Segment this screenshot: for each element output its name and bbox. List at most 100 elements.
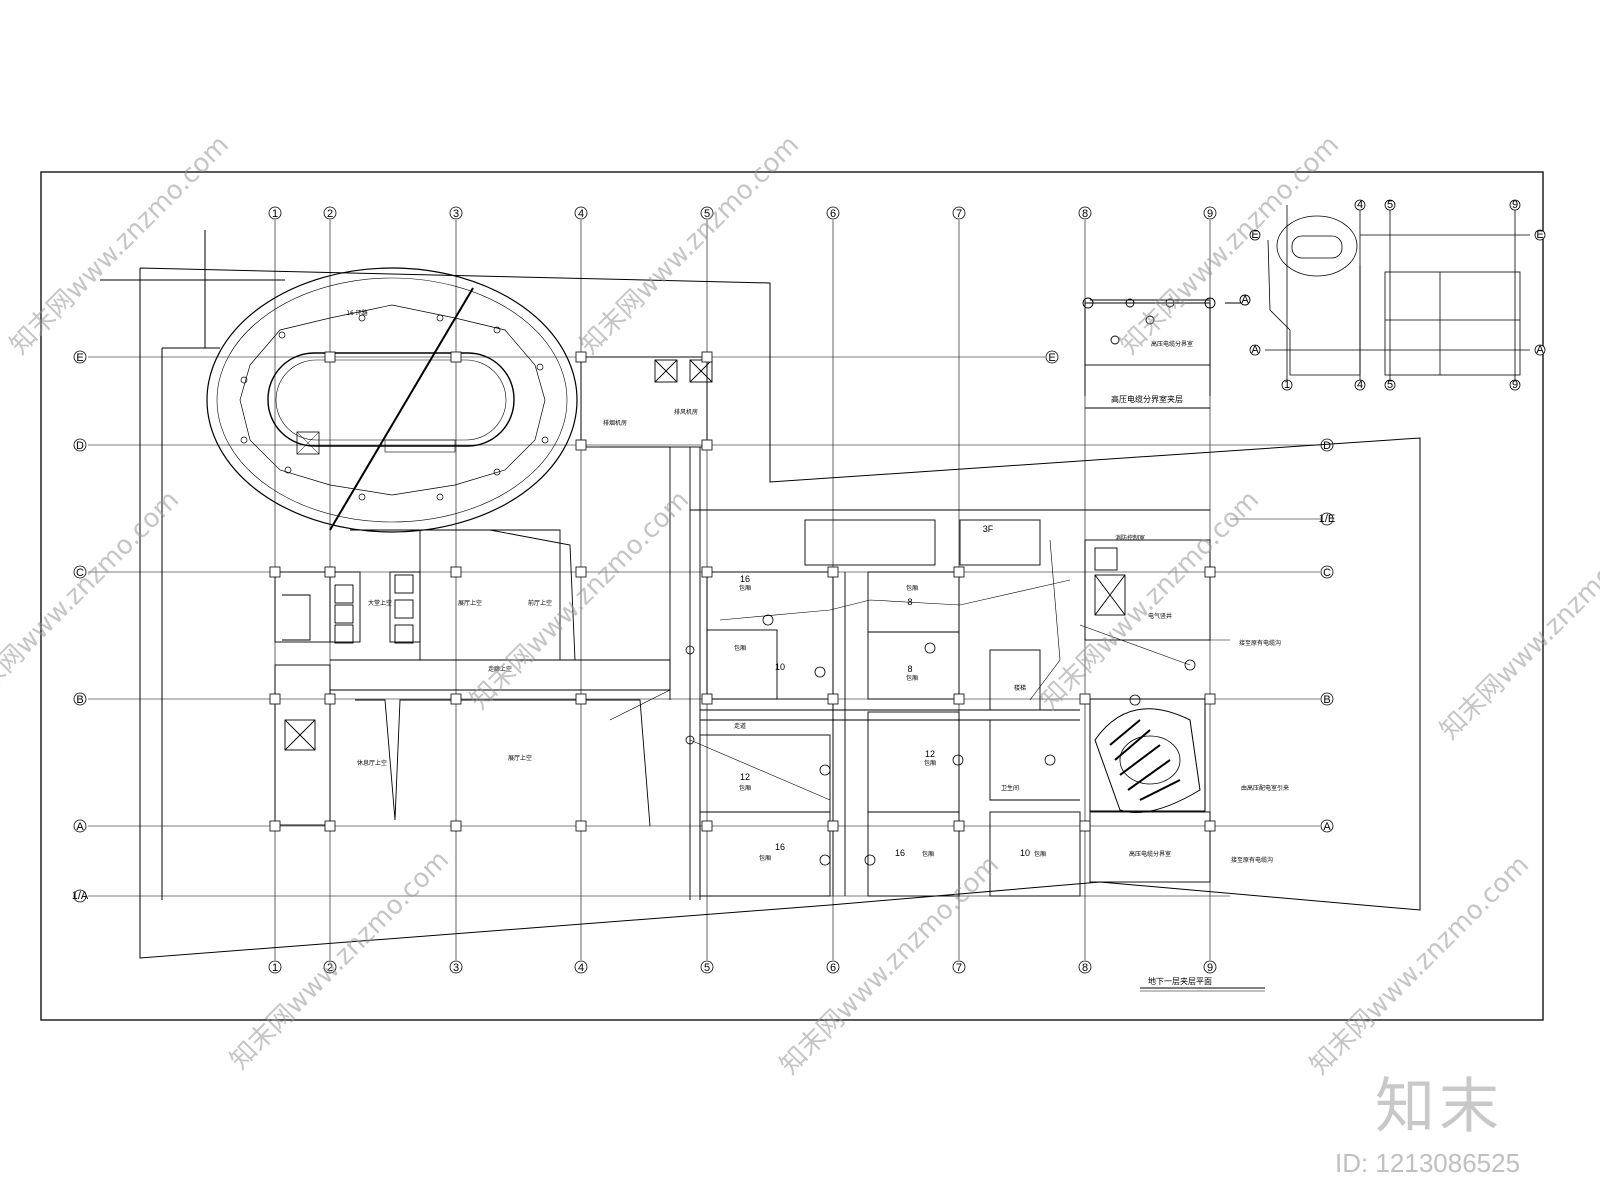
room-number-12b: 12	[925, 749, 935, 759]
axis-col-2: 2	[327, 208, 333, 220]
axis-col-8-bottom: 8	[1082, 962, 1088, 974]
keyplan-col-4-top: 4	[1357, 199, 1363, 211]
oval-atrium	[206, 267, 578, 533]
axis-row-1A: 1/A	[72, 890, 89, 902]
room-number-16c: 16	[895, 848, 905, 858]
axis-row-E-right: E	[1048, 352, 1055, 364]
label-ktv-10: 包厢	[734, 644, 746, 652]
room-number-10b: 10	[1020, 848, 1030, 858]
axis-row-D-right: D	[1323, 440, 1331, 452]
main-title: 地下一层夹层平面	[1148, 976, 1212, 986]
axis-col-6-bottom: 6	[830, 962, 836, 974]
axis-col-5: 5	[704, 208, 710, 220]
detail-hv-room	[1082, 294, 1251, 409]
room-number-8a: 8	[907, 597, 912, 607]
axis-col-8: 8	[1082, 208, 1088, 220]
label-note-2: 由高压配电室引来	[1241, 784, 1289, 792]
keyplan-row-E-right: E	[1536, 229, 1543, 241]
axis-col-2-bottom: 2	[327, 962, 333, 974]
axis-col-4-bottom: 4	[578, 962, 584, 974]
brand-logo-text: 知末	[1375, 1072, 1503, 1142]
room-number-12a: 12	[740, 772, 750, 782]
keyplan-row-E: E	[1251, 229, 1258, 241]
room-numbers: 16 10 8 8 12 12 16 16 10 3F	[740, 524, 1030, 858]
axis-row-C-right: C	[1323, 567, 1331, 579]
label-hall-upper-2: 前厅上空	[528, 599, 552, 607]
keyplan-labels: 4 5 9 1 4 5 9 E E A A	[1251, 199, 1544, 391]
axis-row-B: B	[76, 694, 83, 706]
axis-col-9: 9	[1207, 208, 1213, 220]
label-ktv-16a: 包厢	[739, 584, 751, 592]
label-fan-room: 排风机房	[674, 408, 698, 416]
right-wing-rooms	[699, 519, 1211, 897]
label-ktv-16c: 包厢	[922, 850, 934, 858]
axis-grid	[88, 220, 1320, 960]
axis-col-5-bottom: 5	[704, 962, 710, 974]
axis-row-E: E	[76, 352, 83, 364]
axis-col-7-bottom: 7	[956, 962, 962, 974]
axis-col-1: 1	[272, 208, 278, 220]
label-smoke-exhaust: 排烟机房	[603, 419, 627, 427]
image-id-text: ID: 1213086525	[1335, 1148, 1521, 1178]
axis-col-4: 4	[578, 208, 584, 220]
label-ktv-10b: 包厢	[1034, 850, 1046, 858]
label-loop: 16 环路	[346, 309, 368, 317]
building-outline	[100, 230, 1421, 959]
axis-col-3-bottom: 3	[453, 962, 459, 974]
axis-col-3: 3	[453, 208, 459, 220]
room-number-16a: 16	[740, 574, 750, 584]
room-number-8b: 8	[907, 664, 912, 674]
keyplan-col-5: 5	[1387, 379, 1393, 391]
label-elec-shaft: 电气竖井	[1148, 612, 1172, 620]
label-control: 消防控制室	[1115, 534, 1145, 542]
label-hv-room-2: 高压电缆分界室	[1151, 340, 1193, 348]
axis-row-D: D	[76, 440, 84, 452]
axis-bubbles	[73, 206, 1334, 974]
detail-axis-row-A: A	[1241, 294, 1249, 306]
structural-columns	[269, 351, 1216, 832]
central-core	[580, 356, 1210, 900]
label-corridor-upper: 走廊上空	[488, 665, 512, 673]
label-note-1: 接至原有电缆沟	[1239, 639, 1281, 647]
axis-row-C: C	[76, 567, 84, 579]
keyplan-col-9: 9	[1512, 379, 1518, 391]
axis-labels: 1 2 3 4 5 6 7 8 9 1 2 3 4 5 6 7 8 9 E D …	[72, 208, 1336, 974]
label-ktv-8a: 包厢	[906, 584, 918, 592]
label-ktv-12a: 包厢	[739, 784, 751, 792]
label-hall-upper-1: 展厅上空	[458, 599, 482, 607]
label-lobby-upper: 大堂上空	[368, 599, 392, 607]
cable-runs	[609, 539, 1230, 801]
label-corridor-lower: 走道	[734, 722, 746, 730]
axis-row-1E-right: 1/E	[1319, 513, 1336, 525]
label-lounge-upper: 休息厅上空	[357, 759, 387, 767]
keyplan-col-5-top: 5	[1387, 199, 1393, 211]
room-number-3f: 3F	[983, 524, 994, 534]
equipment-markers	[685, 614, 1196, 866]
detail-title: 高压电缆分界室夹层	[1111, 394, 1183, 404]
drawing-frame	[40, 171, 1544, 1021]
label-ktv-8b: 包厢	[906, 674, 918, 682]
label-hall-upper-3: 展厅上空	[508, 754, 532, 762]
label-hv-room: 高压电缆分界室	[1129, 850, 1171, 858]
axis-col-7: 7	[956, 208, 962, 220]
keyplan	[1249, 199, 1546, 391]
keyplan-row-A: A	[1251, 344, 1259, 356]
room-number-16b: 16	[775, 842, 785, 852]
atrium-fixtures	[240, 314, 549, 501]
label-note-3: 接至原有电缆沟	[1231, 856, 1273, 864]
spiral-stair	[1089, 698, 1206, 813]
room-number-10: 10	[775, 662, 785, 672]
label-ktv-16b: 包厢	[759, 854, 771, 862]
axis-col-1-bottom: 1	[272, 962, 278, 974]
label-stair: 楼梯	[1014, 684, 1026, 692]
axis-col-6: 6	[830, 208, 836, 220]
axis-row-A: A	[76, 821, 84, 833]
axis-col-9-bottom: 9	[1207, 962, 1213, 974]
keyplan-col-9-top: 9	[1512, 199, 1518, 211]
axis-row-A-right: A	[1323, 821, 1331, 833]
keyplan-row-A-right: A	[1536, 344, 1544, 356]
keyplan-col-1: 1	[1284, 379, 1290, 391]
axis-row-B-right: B	[1323, 694, 1330, 706]
room-labels: 走廊上空 大堂上空 展厅上空 前厅上空 休息厅上空 展厅上空 包厢 包厢 包厢 …	[346, 309, 1289, 864]
